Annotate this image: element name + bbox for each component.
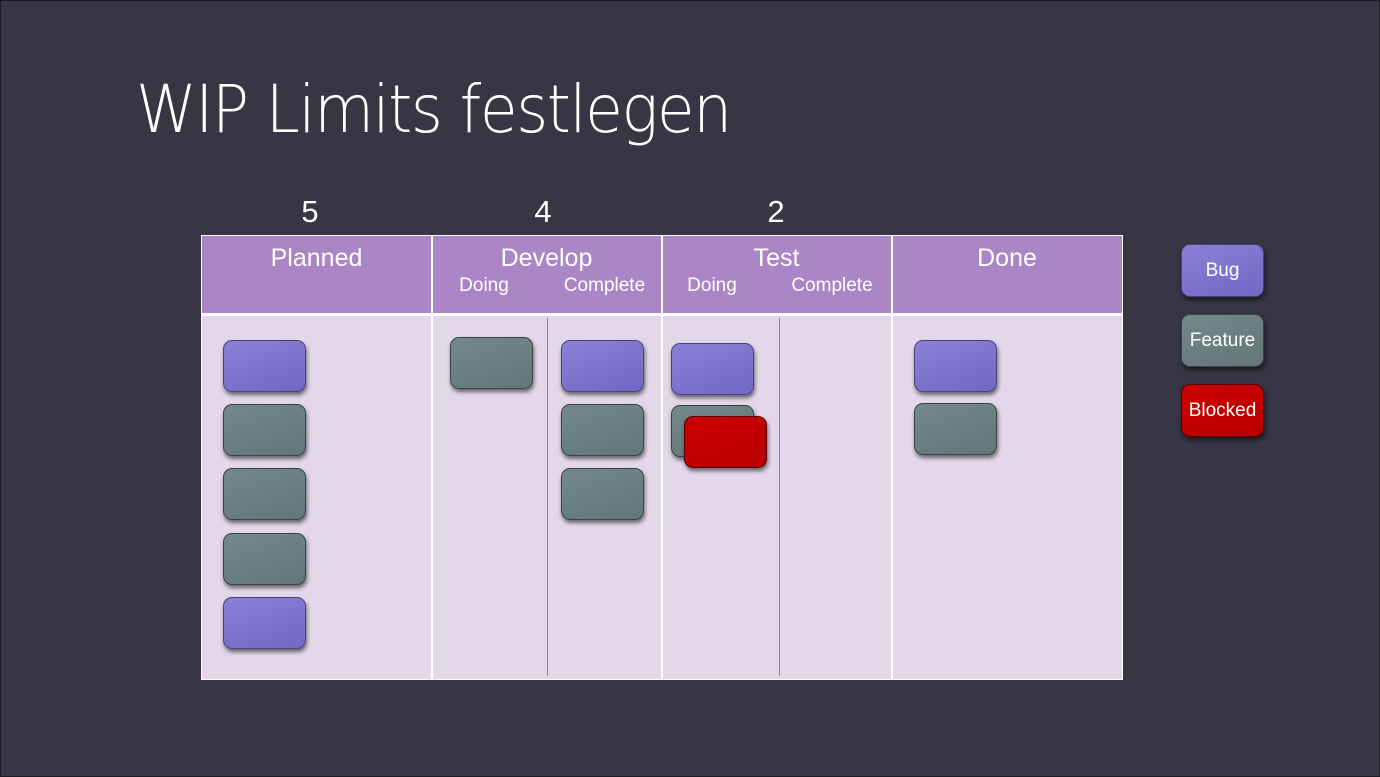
legend-blocked: Blocked (1181, 384, 1264, 437)
column-header-test: Test (753, 244, 800, 272)
card-feature[interactable] (561, 404, 644, 456)
legend-bug: Bug (1181, 244, 1264, 297)
card-feature[interactable] (223, 468, 306, 520)
column-divider (891, 236, 893, 679)
kanban-board: Planned Develop Test Done Doing Complete… (201, 235, 1123, 680)
subcolumn-header-test-complete: Complete (791, 275, 873, 296)
subcolumn-divider (779, 318, 780, 676)
subcolumn-header-test-doing: Doing (687, 275, 737, 296)
wip-limit-planned: 5 (301, 194, 319, 229)
card-feature[interactable] (223, 533, 306, 585)
column-header-develop: Develop (500, 244, 593, 272)
column-header-done: Done (977, 244, 1037, 272)
slide-title: WIP Limits festlegen (136, 71, 732, 148)
card-bug[interactable] (671, 343, 754, 395)
card-feature[interactable] (561, 468, 644, 520)
wip-limit-test: 2 (767, 194, 785, 229)
card-bug[interactable] (223, 340, 306, 392)
subcolumn-header-develop-complete: Complete (563, 275, 646, 296)
legend-feature: Feature (1181, 314, 1264, 367)
column-header-planned: Planned (270, 244, 363, 272)
card-feature[interactable] (450, 337, 533, 389)
column-divider (661, 236, 663, 679)
wip-limit-develop: 4 (534, 194, 552, 229)
subcolumn-divider (547, 318, 548, 676)
card-bug[interactable] (914, 340, 997, 392)
card-bug[interactable] (561, 340, 644, 392)
card-bug[interactable] (223, 597, 306, 649)
subcolumn-header-develop-doing: Doing (459, 275, 509, 296)
column-divider (431, 236, 433, 679)
card-feature[interactable] (223, 404, 306, 456)
card-blocked[interactable] (684, 416, 767, 468)
card-feature[interactable] (914, 403, 997, 455)
